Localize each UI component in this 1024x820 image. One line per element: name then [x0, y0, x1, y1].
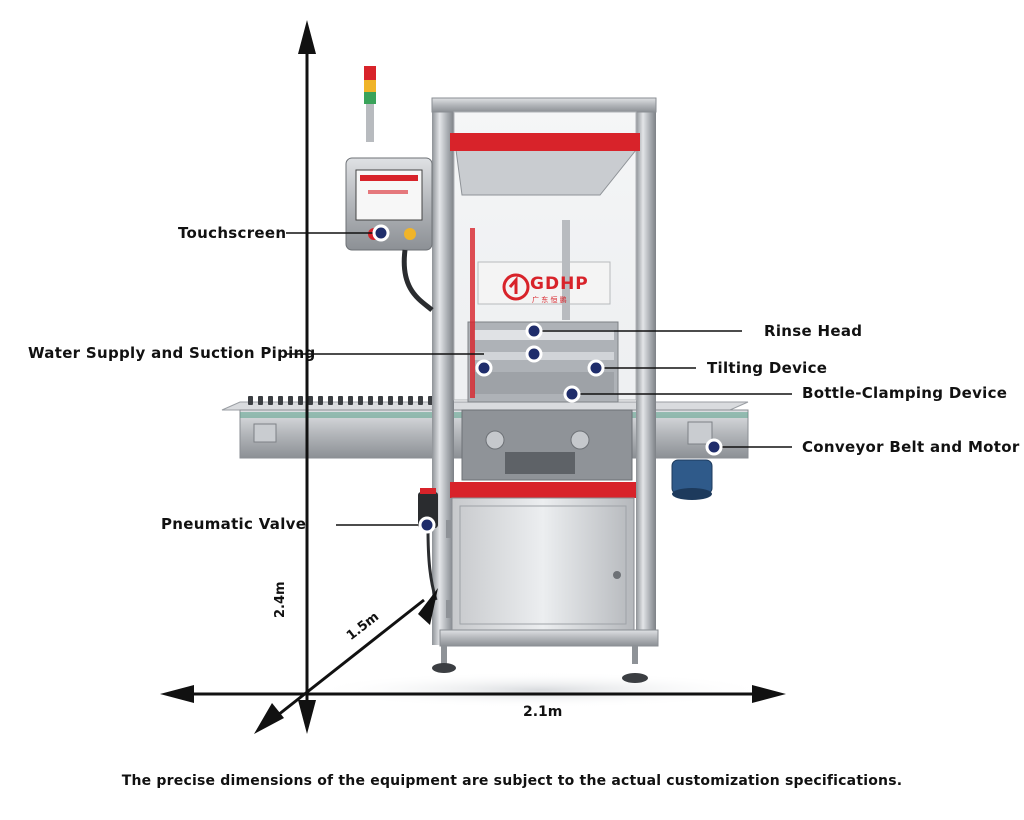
- label-rinse-head: Rinse Head: [764, 322, 863, 340]
- label-water-supply: Water Supply and Suction Piping: [28, 344, 316, 362]
- marker-bottle-clamping: [563, 385, 581, 403]
- marker-rinse-head: [525, 322, 543, 340]
- bottom-red-band: [450, 482, 636, 498]
- brand-name: GDHP: [530, 274, 589, 294]
- machine-feet: [432, 646, 648, 683]
- label-pneumatic-valve: Pneumatic Valve: [161, 515, 307, 533]
- callout-markers: [372, 224, 723, 534]
- marker-pneumatic-valve: [418, 516, 436, 534]
- conveyor-motor: [671, 459, 713, 500]
- dimension-width: 2.1m: [523, 704, 563, 720]
- leader-lines: [285, 232, 792, 526]
- label-bottle-clamping: Bottle-Clamping Device: [802, 384, 1008, 402]
- control-panel: [345, 66, 434, 312]
- dimension-axes: [160, 20, 786, 734]
- bottle-row: [248, 396, 433, 405]
- floor-shadow: [310, 672, 770, 708]
- brand-logo: [502, 273, 530, 301]
- brand-subtitle: 广 东 恒 鹏: [532, 296, 567, 304]
- label-conveyor: Conveyor Belt and Motor: [802, 438, 1020, 456]
- marker-water-supply: [475, 359, 493, 377]
- marker-touchscreen: [372, 224, 390, 242]
- marker-conveyor: [705, 438, 723, 456]
- dimension-height: 2.4m: [273, 581, 288, 618]
- lower-cabinet: [439, 497, 659, 647]
- marker-tilting-device: [587, 359, 605, 377]
- label-touchscreen: Touchscreen: [178, 224, 287, 242]
- label-tilting-device: Tilting Device: [707, 359, 828, 377]
- footnote: The precise dimensions of the equipment …: [121, 773, 903, 789]
- marker-rinse-head-2: [525, 345, 543, 363]
- rinse-mechanism: [461, 220, 633, 481]
- top-red-band: [450, 133, 640, 151]
